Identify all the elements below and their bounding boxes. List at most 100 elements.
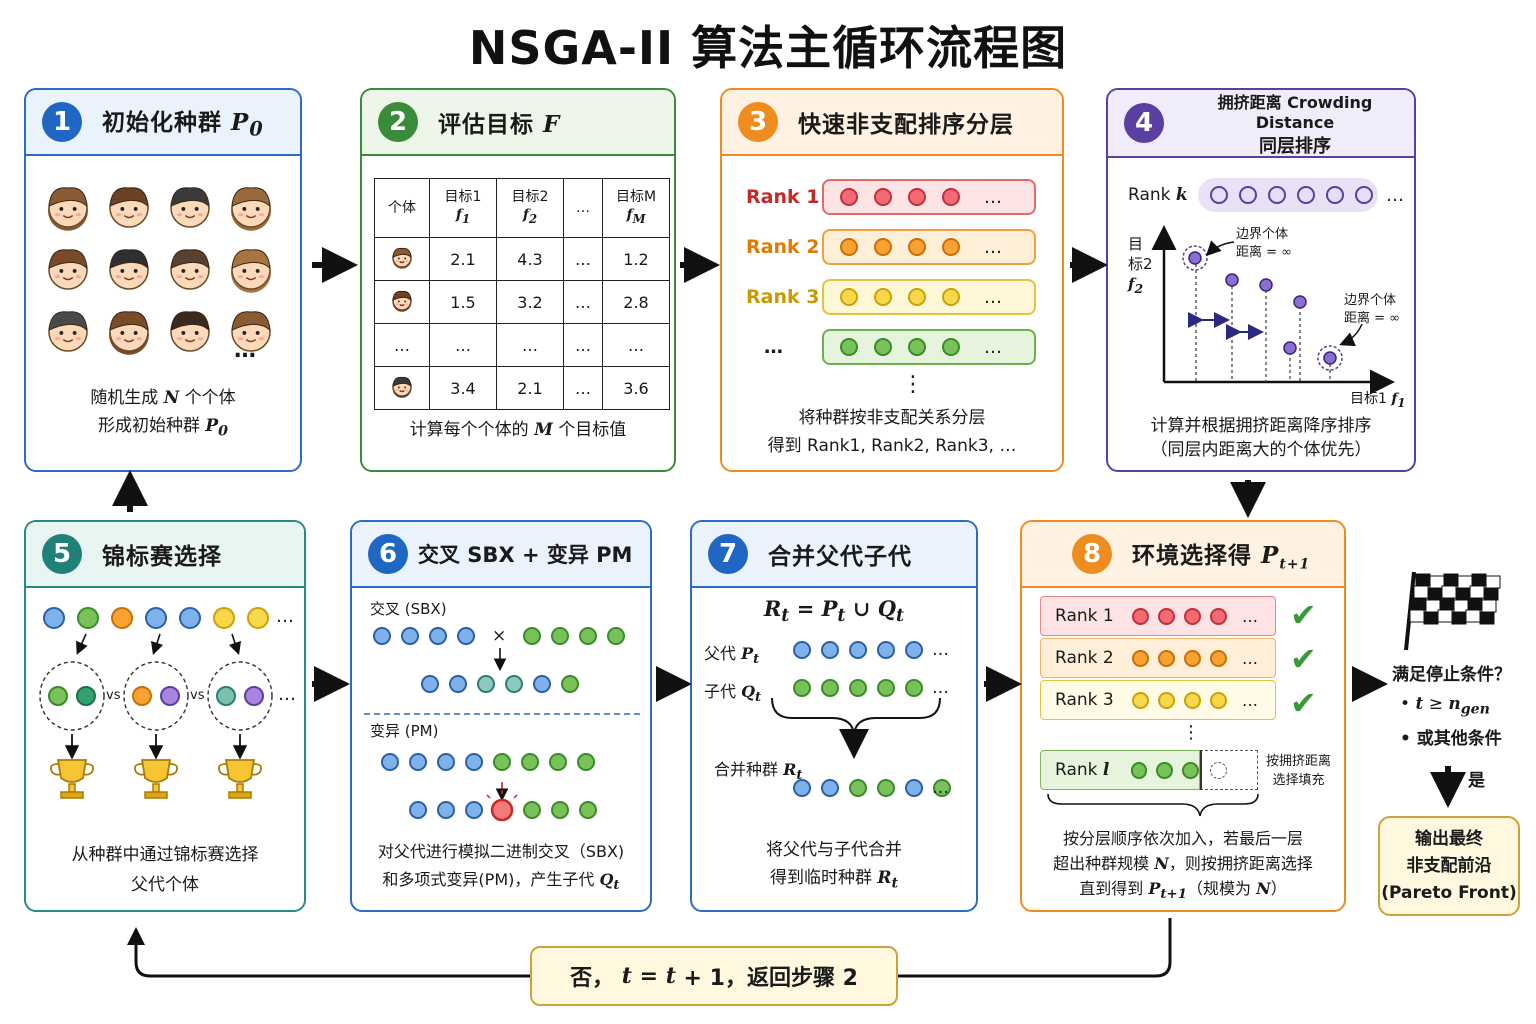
stop-condition-2: • 或其他条件 (1400, 729, 1502, 749)
panel-description: 将父代与子代合并 得到临时种群 Rt (766, 840, 902, 892)
table-cell: 1.2 (602, 237, 670, 281)
panel-description: 将种群按非支配关系分层 得到 Rank1, Rank2, Rank3, … (767, 408, 1017, 456)
individual-dot (840, 238, 858, 256)
panel-title: 初始化种群 P0 (102, 109, 264, 141)
crowding-distance-plot (1151, 225, 1395, 395)
output-pareto-front: 输出最终 非支配前沿 (Pareto Front) (1378, 816, 1520, 916)
panel-title: 锦标赛选择 (102, 544, 222, 570)
rank-bar: … (822, 229, 1036, 265)
panel-header: 1 初始化种群 P0 (26, 90, 300, 156)
panel-nondominated-sort: 3 快速非支配排序分层 Rank 1 … Rank 2 … Rank 3 … …… (720, 88, 1064, 472)
panel-title: 拥挤距离 Crowding Distance 同层排序 (1217, 92, 1373, 157)
individual-dot (908, 288, 926, 306)
vs-label-1: vs (106, 688, 121, 703)
stop-question: 满足停止条件？ (1392, 665, 1511, 685)
table-cell: … (563, 237, 603, 281)
panel-header: 7 合并父代子代 (692, 522, 976, 588)
table-cell: … (602, 323, 670, 367)
table-cell: … (496, 323, 564, 367)
panel-header: 3 快速非支配排序分层 (722, 90, 1062, 156)
ellipsis: … (984, 336, 1003, 358)
panel-description: 按分层顺序依次加入，若最后一层 超出种群规模 N，则按拥挤距离选择 直到得到 P… (1053, 829, 1313, 903)
panel-tournament-selection: 5 锦标赛选择 (24, 520, 306, 912)
check-icon: ✔ (1290, 684, 1317, 722)
cross-symbol: × (492, 626, 507, 646)
rank-bar: … (822, 279, 1036, 315)
ellipsis: … (932, 778, 949, 798)
table-cell: 2.1 (496, 366, 564, 410)
step-number: 6 (368, 534, 408, 574)
crossover-mutation-diagram (364, 627, 642, 822)
rank-row-more: … … (746, 328, 1036, 366)
loop-back-box: 否， t = t + 1，返回步骤 2 (530, 946, 898, 1006)
boundary-label-2: 边界个体距离 = ∞ (1344, 293, 1400, 326)
rank-bar: … (822, 329, 1036, 365)
vertical-ellipsis: ⋮ (1182, 722, 1200, 743)
rank-label: Rank 1 (746, 186, 820, 208)
table-row: … … … … … (374, 323, 670, 367)
panel-description: 从种群中通过锦标赛选择 父代个体 (71, 845, 259, 895)
parent-label: 父代 Pt (704, 644, 760, 668)
more-individuals: … (234, 338, 256, 363)
ellipsis: … (932, 640, 949, 660)
x-axis-label: 目标1 f1 (1350, 391, 1406, 410)
ellipsis: … (932, 678, 949, 698)
panel-init-population: 1 初始化种群 P0 … 随机生成 N 个个体 形成初始种群 P0 (24, 88, 302, 472)
ellipsis-top: … (276, 606, 294, 627)
table-cell: 3.6 (602, 366, 670, 410)
individual-dot (942, 188, 960, 206)
rank-row-3: Rank 3 … (746, 278, 1036, 316)
panel-title: 合并父代子代 (768, 544, 912, 570)
panel-header: 8 环境选择得 Pt+1 (1022, 522, 1344, 588)
merged-label: 合并种群 Rt (714, 760, 803, 784)
rank-k-bar (1198, 178, 1378, 212)
loop-line-left (127, 927, 530, 978)
table-row: 3.4 2.1 … 3.6 (374, 366, 670, 410)
selected-rank-1: Rank 1… (1040, 596, 1276, 636)
rank-label: Rank 3 (746, 286, 820, 308)
check-icon: ✔ (1290, 640, 1317, 678)
panel-title: 交叉 SBX + 变异 PM (418, 543, 633, 567)
panel-header: 6 交叉 SBX + 变异 PM (352, 522, 650, 588)
rank-label: … (764, 336, 783, 358)
step-number: 2 (378, 102, 418, 142)
rank-k-row: Rank k … (1128, 178, 1404, 212)
panel-description: 计算每个个体的 M 个目标值 (409, 420, 627, 440)
vertical-ellipsis: ⋮ (902, 372, 924, 397)
individual-dot (942, 338, 960, 356)
step-number: 5 (42, 534, 82, 574)
panel-description: 对父代进行模拟二进制交叉（SBX) 和多项式变异(PM)，产生子代 Qt (377, 842, 625, 894)
table-cell: … (563, 323, 603, 367)
individual-dot (840, 288, 858, 306)
table-row: 1.5 3.2 … 2.8 (374, 280, 670, 324)
individual-dot (908, 238, 926, 256)
truncated-region (1200, 750, 1258, 790)
boundary-label-1: 边界个体距离 = ∞ (1236, 227, 1292, 260)
panel-crossover-mutation: 6 交叉 SBX + 变异 PM 交叉 (SBX) × 变异 (PM) 对父代进… (350, 520, 652, 912)
table-cell: 3.2 (496, 280, 564, 324)
yes-label: 是 (1468, 771, 1485, 791)
individual-avatar (374, 280, 430, 324)
selected-rank-3: Rank 3… (1040, 680, 1276, 720)
individual-dot (840, 338, 858, 356)
panel-description: 随机生成 N 个个体 形成初始种群 P0 (90, 388, 236, 440)
header-cell: 个体 (374, 178, 430, 238)
merge-diagram (771, 641, 951, 797)
check-icon: ✔ (1290, 596, 1317, 634)
table-cell: … (563, 366, 603, 410)
individual-dot (908, 188, 926, 206)
panel-merge-populations: 7 合并父代子代 Rt = Pt ∪ Qt 父代 Pt 子代 Qt 合并种群 R… (690, 520, 978, 912)
vs-label-2: vs (190, 688, 205, 703)
individual-dot (874, 288, 892, 306)
panel-environmental-selection: 8 环境选择得 Pt+1 Rank 1… Rank 2… Rank 3… ✔ ✔… (1020, 520, 1346, 912)
table-row: 2.1 4.3 … 1.2 (374, 237, 670, 281)
individual-dot (942, 288, 960, 306)
stop-condition-1: • t ≥ ngen (1400, 694, 1490, 718)
individual-avatar (374, 366, 430, 410)
panel-crowding-distance: 4 拥挤距离 Crowding Distance 同层排序 Rank k … (1106, 88, 1416, 472)
panel-header: 2 评估目标 F (362, 90, 674, 156)
